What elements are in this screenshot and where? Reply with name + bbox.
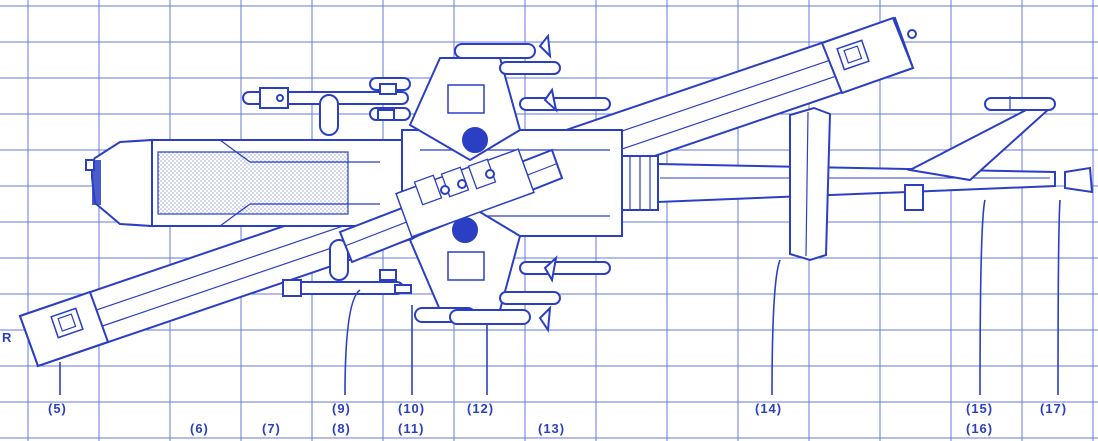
callout-11: (11) (398, 421, 424, 436)
callout-8: (8) (332, 421, 351, 436)
tail-fin (904, 96, 1056, 211)
callout-7: (7) (262, 421, 281, 436)
callout-9: (9) (332, 401, 351, 416)
callout-10: (10) (398, 401, 425, 416)
vertical-stabilizer (789, 106, 832, 262)
fuselage (85, 129, 1094, 237)
callout-13: (13) (538, 421, 565, 436)
lower-wing (282, 204, 611, 333)
callout-16: (16) (966, 421, 993, 436)
callout-5: (5) (48, 401, 67, 416)
edge-letter: R (2, 330, 12, 345)
callout-15: (15) (966, 401, 993, 416)
callout-6: (6) (190, 421, 209, 436)
lower-cannon-wing (338, 148, 564, 264)
upper-wing (242, 33, 611, 162)
callout-17: (17) (1040, 401, 1067, 416)
leader-lines (59, 199, 1061, 396)
callout-14: (14) (755, 401, 782, 416)
callout-12: (12) (467, 401, 494, 416)
callout-labels: (5) (6) (7) (9) (8) (10) (11) (12) (13) … (48, 401, 1067, 436)
